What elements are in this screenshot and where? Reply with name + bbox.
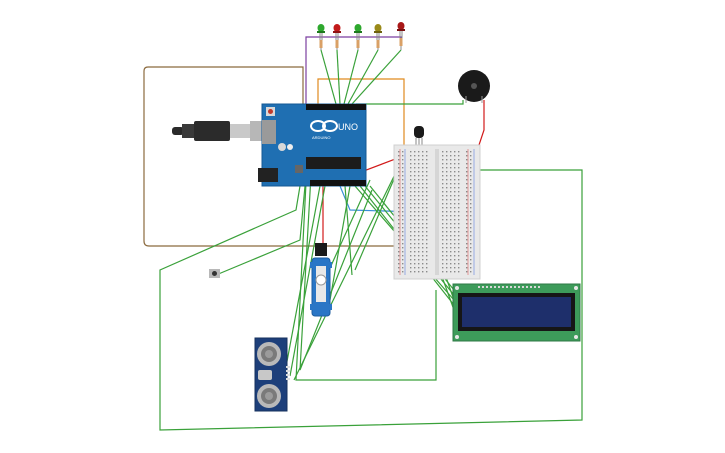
wire-green-p[interactable] — [354, 164, 401, 271]
wire-buzzer-signal[interactable] — [356, 100, 464, 105]
led-red-2[interactable] — [397, 22, 405, 50]
ultrasonic-sensor[interactable] — [254, 337, 290, 412]
board-logo-text: UNO — [338, 122, 358, 132]
piezo-buzzer[interactable] — [458, 70, 490, 103]
wire-led-5[interactable] — [351, 49, 402, 105]
temperature-sensor[interactable] — [414, 126, 424, 146]
wire-orange[interactable] — [317, 78, 405, 160]
lcd-16x2[interactable] — [452, 283, 581, 342]
wire-led-1[interactable] — [320, 49, 337, 105]
arduino-uno[interactable]: UNO ARDUINO — [258, 103, 367, 187]
wire-green-l[interactable] — [289, 185, 326, 377]
wire-green-m[interactable] — [344, 185, 353, 276]
led-green-1[interactable] — [317, 24, 325, 50]
servo-motor[interactable] — [310, 243, 332, 317]
lcd-pin-header — [478, 286, 540, 288]
wire-green-a[interactable] — [159, 169, 583, 431]
breadboard[interactable] — [393, 144, 481, 280]
pushbutton[interactable] — [209, 269, 220, 278]
wire-green-j[interactable] — [299, 103, 373, 371]
led-red-1[interactable] — [333, 24, 341, 50]
wire-green-i[interactable] — [295, 103, 437, 381]
led-yellow-1[interactable] — [374, 24, 382, 50]
breadboard-holes — [398, 151, 472, 273]
wire-green-q[interactable] — [293, 159, 403, 381]
wire-led-3[interactable] — [343, 49, 359, 105]
wire-green-o[interactable] — [329, 179, 371, 269]
led-row — [317, 22, 405, 50]
wire-green-k[interactable] — [284, 185, 321, 373]
wire-brown[interactable] — [143, 66, 404, 247]
wire-green-b[interactable] — [215, 185, 306, 276]
led-green-2[interactable] — [354, 24, 362, 50]
wire-led-2[interactable] — [336, 49, 341, 105]
wire-green-n[interactable] — [329, 185, 351, 301]
wire-led-4[interactable] — [347, 49, 379, 105]
wires — [143, 36, 583, 431]
board-brand-text: ARDUINO — [312, 135, 330, 140]
